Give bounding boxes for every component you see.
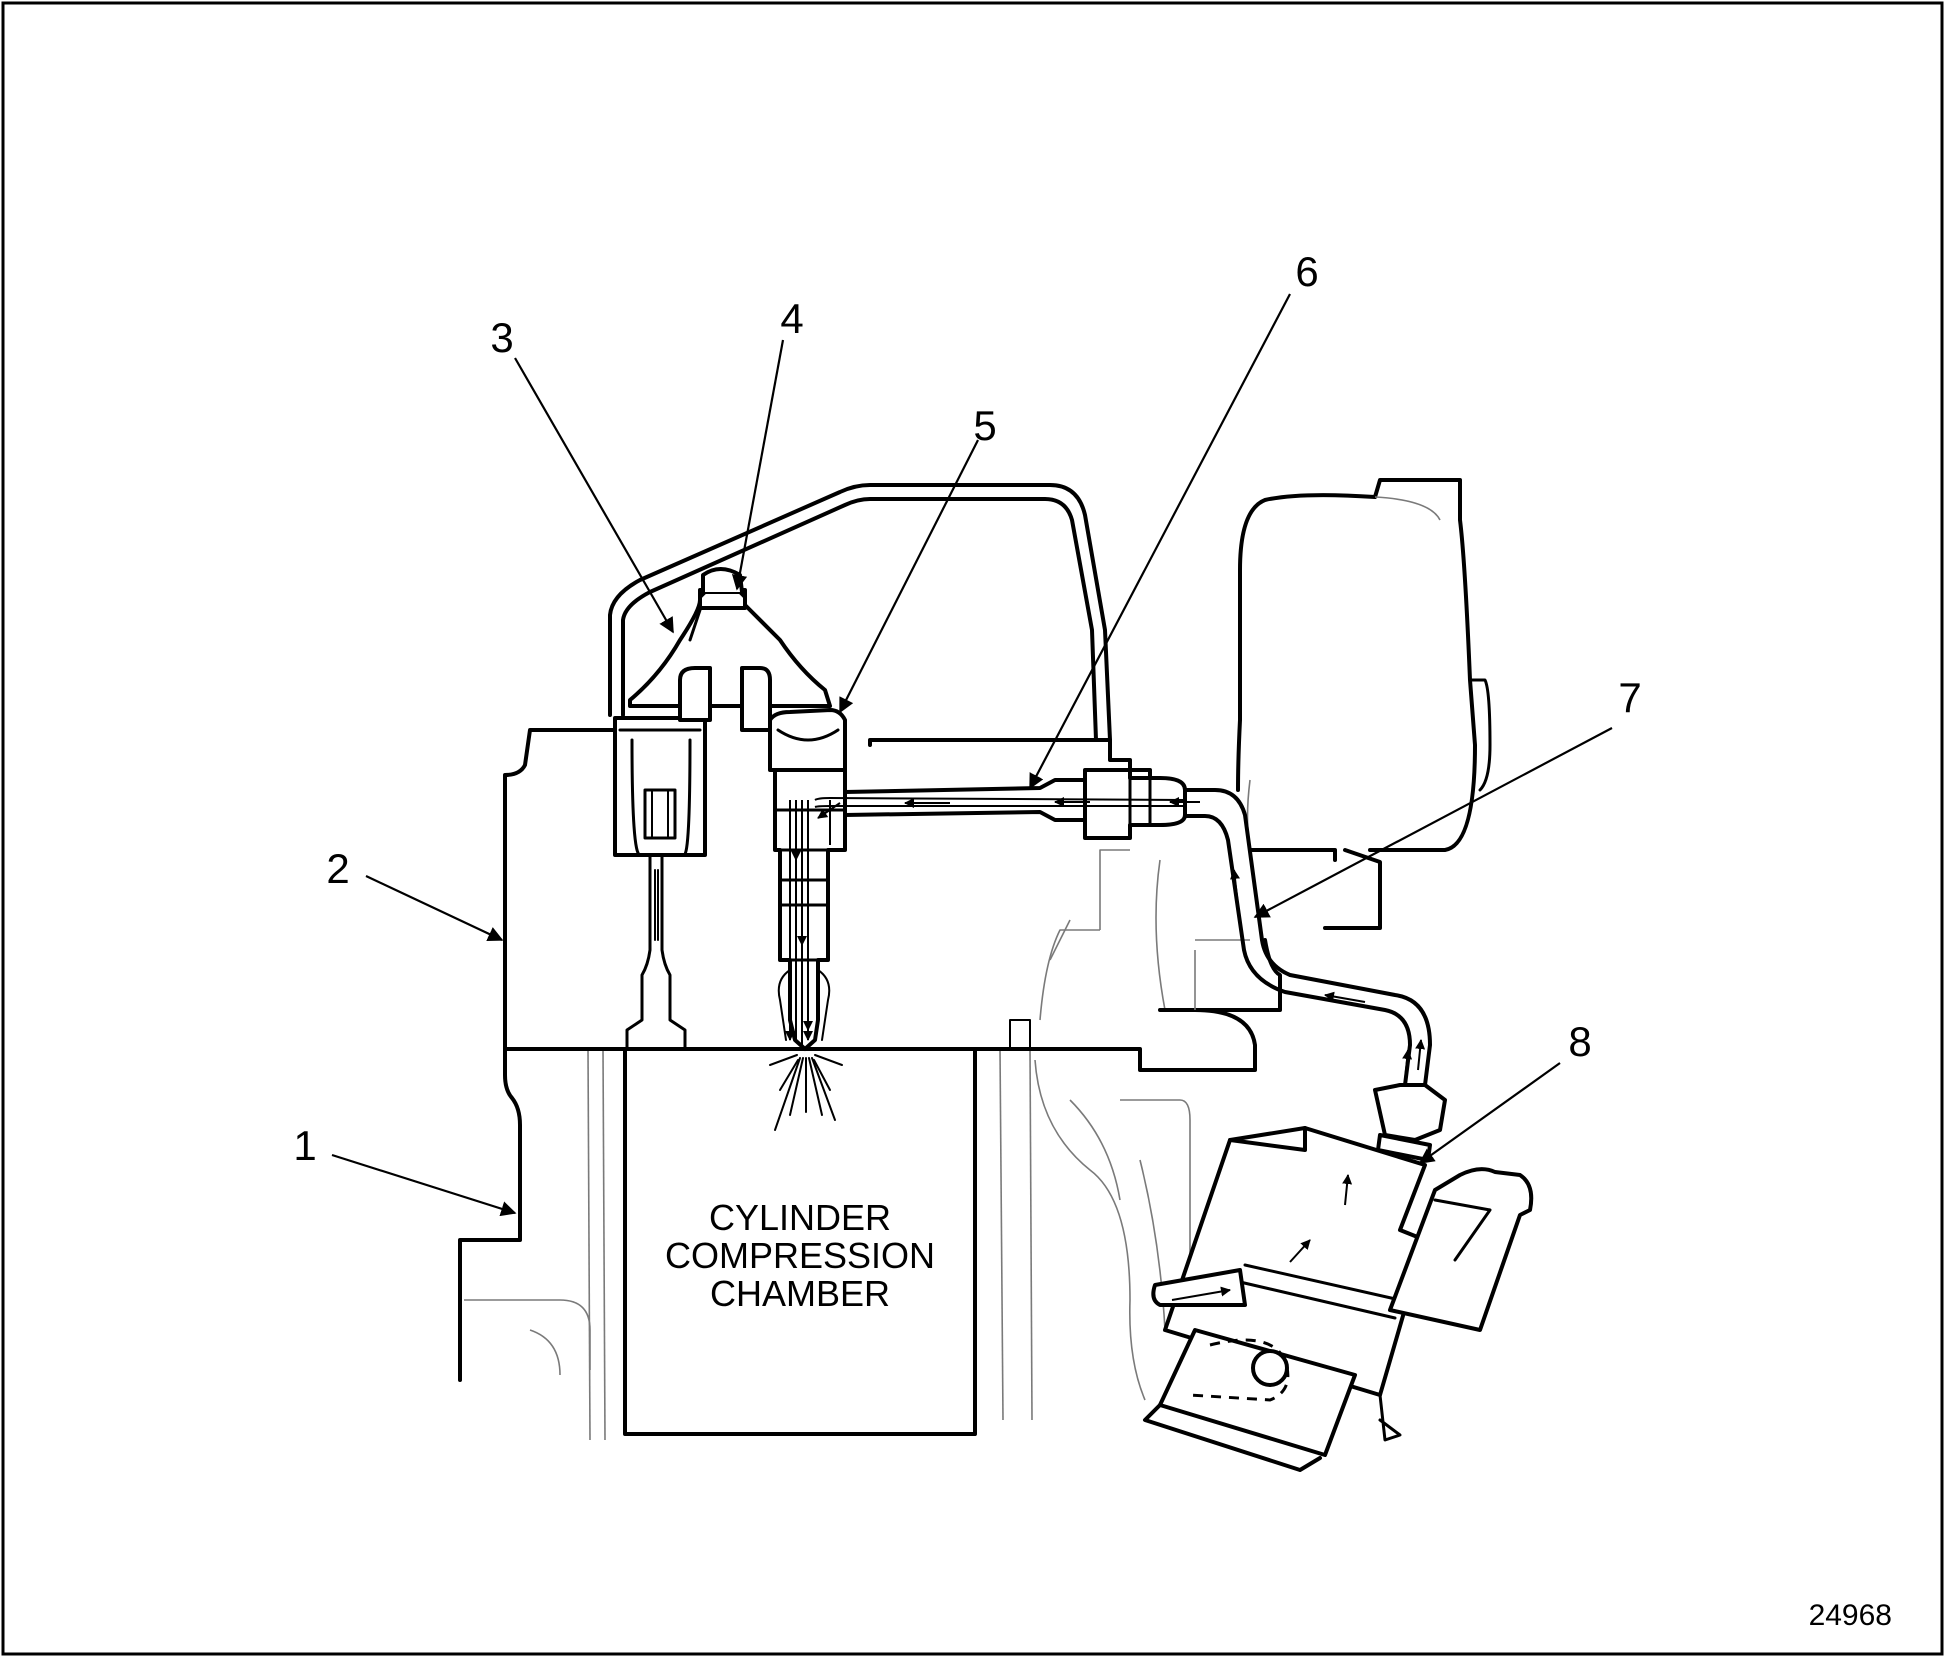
callout-3: 3	[490, 314, 513, 361]
leader-5	[839, 439, 979, 714]
callout-5: 5	[973, 402, 996, 449]
callout-7: 7	[1618, 674, 1641, 721]
leader-2	[365, 875, 504, 942]
chamber-label-line-3: CHAMBER	[710, 1273, 890, 1314]
chamber-label-line-2: COMPRESSION	[665, 1235, 935, 1276]
fuel-filter-housing	[1236, 478, 1492, 930]
fuel-supply-line	[1183, 788, 1447, 1162]
cylinder-block	[458, 1047, 1191, 1441]
valve-assembly	[613, 716, 707, 1051]
callout-6: 6	[1295, 248, 1318, 295]
callout-2: 2	[326, 845, 349, 892]
high-pressure-fuel-line	[814, 768, 1200, 845]
leader-1	[331, 1153, 517, 1217]
fuel-injector	[768, 708, 847, 1131]
compression-chamber: CYLINDER COMPRESSION CHAMBER	[623, 1047, 977, 1436]
leader-8	[1418, 1062, 1561, 1164]
fuel-spray	[769, 1054, 843, 1131]
fuel-pump	[1143, 1126, 1534, 1472]
cylinder-head	[503, 728, 1282, 1072]
leader-7	[1253, 727, 1613, 918]
chamber-label-line-1: CYLINDER	[709, 1197, 891, 1238]
callout-8: 8	[1568, 1018, 1591, 1065]
callout-1: 1	[293, 1122, 316, 1169]
leader-3	[514, 357, 674, 634]
overhead-fuel-line	[608, 483, 1112, 742]
figure-id: 24968	[1809, 1599, 1892, 1632]
callout-4: 4	[780, 295, 803, 342]
injector-bracket	[628, 567, 832, 732]
leader-6	[1029, 293, 1291, 790]
leader-lines	[331, 293, 1613, 1217]
leader-4	[731, 339, 785, 591]
